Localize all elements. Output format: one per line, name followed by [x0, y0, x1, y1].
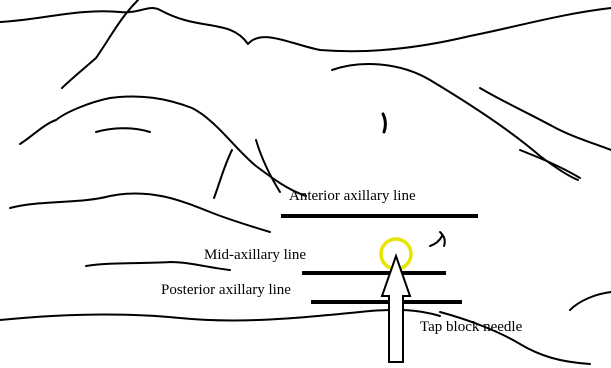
- outline-right-fold: [480, 88, 611, 150]
- outline-short-stroke: [430, 236, 442, 246]
- outline-right-edge: [570, 292, 611, 310]
- label-tap-block-needle: Tap block needle: [420, 319, 522, 336]
- label-posterior-axillary-line: Posterior axillary line: [161, 282, 291, 299]
- outline-abdomen-lower: [0, 310, 440, 321]
- outline-rib-curve: [214, 150, 232, 198]
- label-anterior-axillary-line: Anterior axillary line: [289, 188, 416, 205]
- outline-breast: [332, 64, 578, 180]
- label-mid-axillary-line: Mid-axillary line: [204, 247, 306, 264]
- outline-arm: [0, 8, 611, 51]
- outline-nipple-mark: [383, 114, 385, 132]
- outline-upper-fold: [96, 128, 150, 132]
- outline-chest-fold: [20, 96, 306, 196]
- outline-mid-curve: [256, 140, 280, 192]
- outline-left-curve: [10, 193, 270, 232]
